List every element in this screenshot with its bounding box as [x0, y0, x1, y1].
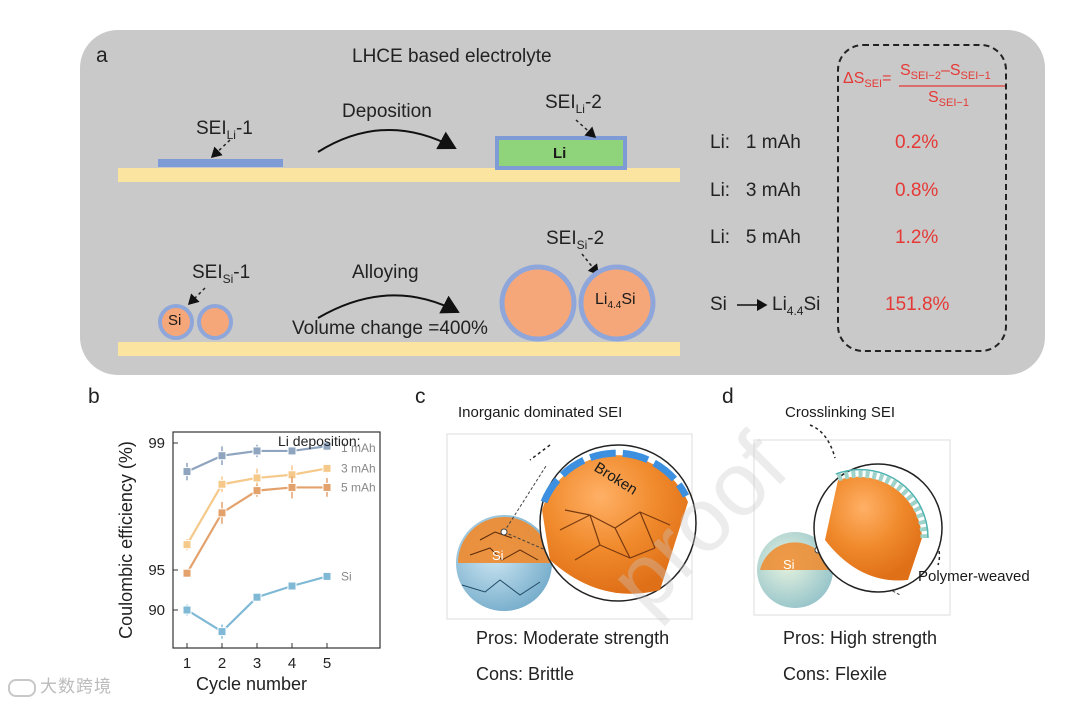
chart-series-label: 3 mAh — [341, 461, 376, 475]
chart-data-point — [252, 446, 262, 456]
delta-s-symbol: ΔSSEI= — [843, 70, 892, 90]
panel-a-letter: a — [96, 44, 108, 67]
chart-x-tick-label: 2 — [218, 655, 226, 672]
alloying-arrow — [317, 294, 460, 319]
li-deposit — [495, 136, 627, 170]
panel-c-letter: c — [415, 385, 426, 408]
chart-series-line — [186, 575, 328, 633]
substrate-bottom — [118, 342, 680, 356]
row-si-from: Si — [710, 294, 727, 315]
panel-d-si-label: Si — [783, 557, 795, 572]
panel-a-illustration — [118, 85, 1006, 356]
chart-series-label: 5 mAh — [341, 480, 376, 494]
row-li-5-value: 1.2% — [895, 227, 939, 248]
chart-data-point — [322, 441, 332, 451]
chart-data-point — [182, 467, 192, 477]
chart-data-point — [322, 571, 332, 581]
panel-d-callout: Crosslinking SEI — [785, 404, 896, 421]
chart-x-tick-label: 1 — [183, 655, 191, 672]
si-particle-1 — [158, 304, 194, 340]
chart-data-point — [217, 627, 227, 637]
chart-series-label: Si — [341, 569, 352, 583]
chart-data-point — [217, 508, 227, 518]
volume-change-label: Volume change =400% — [292, 318, 488, 339]
panel-c-si-label: Si — [492, 548, 504, 563]
chart-y-tick-label: 90 — [148, 602, 165, 619]
chart-data-point — [322, 482, 332, 492]
panel-c-cons: Cons: Brittle — [476, 664, 575, 684]
chart-y-tick-label: 99 — [148, 435, 165, 452]
row-si-value: 151.8% — [885, 294, 950, 315]
chart-data-point — [182, 605, 192, 615]
chart-frame — [172, 431, 381, 649]
sei-li-1-label: SEILi-1 — [196, 118, 253, 142]
chart-x-tick-label: 5 — [323, 655, 331, 672]
alloying-label: Alloying — [352, 262, 419, 283]
site-watermark: 大数跨境 — [8, 672, 112, 697]
panel-c-pros: Pros: Moderate strength — [476, 628, 670, 648]
chart-y-tick-label: 95 — [148, 562, 165, 579]
chart-legend-title: Li deposition: — [278, 433, 361, 449]
deposition-label: Deposition — [342, 101, 432, 122]
sei-si-2-label: SEISi-2 — [546, 228, 605, 252]
row-li-3-value: 0.8% — [895, 180, 939, 201]
row-li-5-label: Li: 5 mAh — [710, 227, 801, 248]
li44si-particle-label: Li4.4Si — [595, 291, 636, 311]
chart-data-point — [182, 568, 192, 578]
panel-d-polymer-label: Polymer-weaved — [918, 568, 1030, 585]
substrate-top — [118, 168, 680, 182]
sei-si-1-label: SEISi-1 — [192, 262, 251, 286]
li-deposit-label: Li — [553, 145, 567, 162]
chart-x-tick-label: 4 — [288, 655, 296, 672]
chart-x-tick-label: 3 — [253, 655, 261, 672]
chart-y-axis-label: Coulombic efficiency (%) — [116, 441, 136, 639]
chart-data-point — [252, 473, 262, 483]
delta-s-numerator: SSEI−2–SSEI−1 — [900, 62, 991, 82]
chart-series-line — [186, 486, 327, 574]
chart-data-point — [322, 463, 332, 473]
chart-series-label: 1 mAh — [341, 441, 376, 455]
delta-s-box — [837, 44, 1007, 352]
delta-s-denominator: SSEI−1 — [928, 89, 969, 109]
watermark-logo-icon — [8, 678, 36, 697]
chart-data-point — [287, 446, 297, 456]
chart-data-point — [287, 581, 297, 591]
panel-b-letter: b — [88, 385, 100, 408]
panel-c-illustration — [446, 433, 697, 620]
chart-data-point — [252, 592, 262, 602]
li44si-particle-1 — [499, 264, 577, 342]
si-particle-2 — [197, 304, 233, 340]
row-li-1-value: 0.2% — [895, 132, 939, 153]
row-li-3-label: Li: 3 mAh — [710, 180, 801, 201]
li44si-particle-2 — [578, 264, 656, 342]
chart-data-point — [252, 486, 262, 496]
sei-li-1-film — [158, 159, 283, 167]
row-li-1-label: Li: 1 mAh — [710, 132, 801, 153]
panel-a-title: LHCE based electrolyte — [352, 46, 552, 67]
deposition-arrow — [317, 128, 457, 153]
sei-li-2-label: SEILi-2 — [545, 92, 602, 116]
chart-data-point — [182, 540, 192, 550]
panel-d-pros: Pros: High strength — [783, 628, 938, 648]
chart-data-point — [287, 482, 297, 492]
panel-d-illustration — [753, 424, 951, 616]
panel-d-letter: d — [722, 385, 734, 408]
row-si-to: Li4.4Si — [772, 294, 821, 318]
si-particle-label: Si — [168, 312, 182, 329]
chart-data-point — [217, 479, 227, 489]
panel-c-callout: Inorganic dominated SEI — [458, 404, 623, 421]
chart-x-axis-label: Cycle number — [196, 674, 307, 694]
panel-d-cons: Cons: Flexile — [783, 664, 888, 684]
chart-data-point — [217, 451, 227, 461]
